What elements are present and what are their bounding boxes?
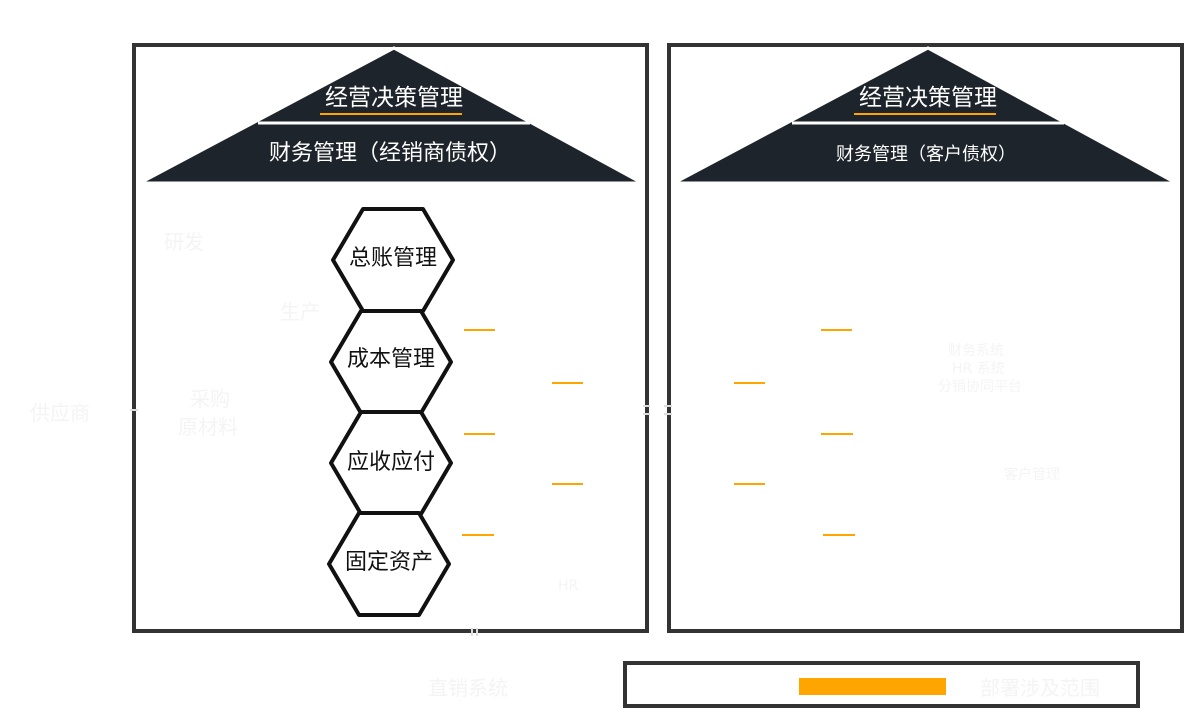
faint-label-procurement-2: 原材料: [178, 415, 238, 439]
faint-label-production: 生产: [280, 300, 320, 324]
module-label-fixed-assets: 固定资产: [344, 550, 433, 575]
module-hexagon-stack: [327, 207, 455, 617]
faint-connectors: [130, 405, 672, 636]
faint-label-hr-system: HR 系统: [952, 361, 1005, 377]
faint-label-finance-system: 财务系统: [948, 343, 1004, 359]
legend-label: 部署涉及范围: [980, 676, 1100, 700]
module-label-general-ledger: 总账管理: [348, 246, 437, 271]
legend-swatch: [799, 678, 946, 695]
left-panel-frame: [132, 43, 649, 633]
faint-label-direct-sales: 直销系统: [428, 676, 508, 700]
connector-dashes: [462, 329, 855, 536]
right-roof-subtitle: 财务管理（客户债权）: [836, 144, 1016, 165]
faint-label-rd: 研发: [164, 230, 204, 254]
right-panel-frame: [667, 43, 1184, 633]
faint-label-procurement-1: 采购: [190, 387, 230, 411]
right-roof-triangle: [673, 46, 1177, 185]
right-roof-title: 经营决策管理: [859, 85, 997, 111]
left-roof-subtitle: 财务管理（经销商债权）: [268, 141, 511, 166]
hex-fixed-assets: [327, 511, 451, 617]
faint-label-supplier: 供应商: [30, 401, 90, 425]
left-roof-triangle: [139, 46, 643, 185]
module-label-receivables-payables: 应收应付: [346, 450, 435, 475]
faint-label-distribution-platform: 分销协同平台: [938, 379, 1022, 395]
faint-label-customer-management: 客户管理: [1004, 467, 1060, 483]
module-label-cost-management: 成本管理: [346, 347, 435, 372]
left-roof-title: 经营决策管理: [325, 85, 463, 111]
faint-label-hr: HR: [558, 578, 579, 594]
